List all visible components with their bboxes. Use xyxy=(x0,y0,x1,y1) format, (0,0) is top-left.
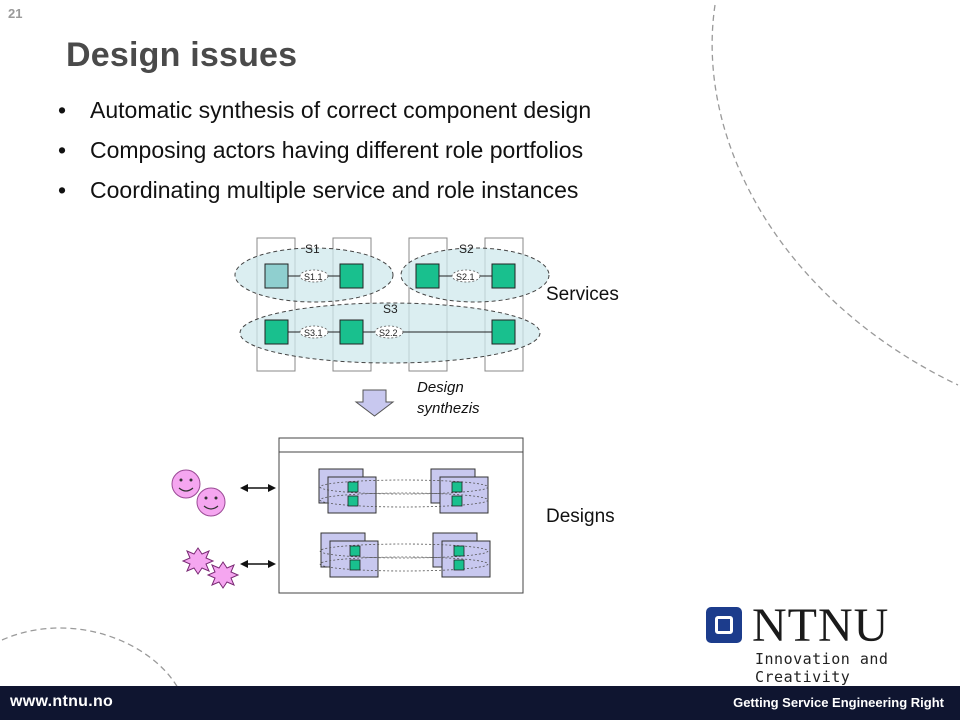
design-component xyxy=(453,559,465,571)
design-link-ellipse xyxy=(319,492,489,508)
design-component xyxy=(347,495,359,507)
bullet-item: • Composing actors having different role … xyxy=(58,130,591,170)
bullet-text: Automatic synthesis of correct component… xyxy=(90,97,592,123)
designs-label: Designs xyxy=(546,506,615,527)
dashed-curve-top-right xyxy=(711,4,959,386)
role-label: S1.1 xyxy=(304,272,323,282)
actor-column xyxy=(256,237,296,372)
service-label-s3: S3 xyxy=(383,302,398,316)
sun-icon xyxy=(206,561,240,589)
component-box xyxy=(491,319,516,345)
role-label: S2.1 xyxy=(456,272,475,282)
sun-icon xyxy=(181,547,215,575)
ntnu-tagline: Innovation and Creativity xyxy=(755,650,889,686)
design-link-ellipse xyxy=(319,556,489,572)
page-title: Design issues xyxy=(66,36,298,74)
role-label: S2.2 xyxy=(379,328,398,338)
role-oval xyxy=(299,269,329,283)
component-box xyxy=(264,319,289,345)
ntnu-logo-icon xyxy=(706,607,742,643)
bullet-dot: • xyxy=(58,137,67,163)
design-component xyxy=(451,495,463,507)
design-component xyxy=(349,545,361,557)
design-synthesis-label: Design synthezis xyxy=(417,377,480,419)
design-component xyxy=(349,559,361,571)
component-box xyxy=(339,319,364,345)
footer-bar: www.ntnu.no Getting Service Engineering … xyxy=(0,686,960,720)
service-label-s2: S2 xyxy=(459,242,474,256)
double-arrow-environment xyxy=(240,560,276,568)
dashed-curve-bottom-left xyxy=(1,627,179,689)
services-label: Services xyxy=(546,284,619,305)
bullet-dot: • xyxy=(58,177,67,203)
bullet-item: • Coordinating multiple service and role … xyxy=(58,170,591,210)
ntnu-logo-inner xyxy=(715,616,733,634)
smiley-face-icon xyxy=(196,487,226,517)
design-component xyxy=(347,481,359,493)
design-link-ellipse xyxy=(319,479,489,495)
slide-number: 21 xyxy=(8,6,23,21)
role-oval xyxy=(299,325,329,339)
design-component xyxy=(451,481,463,493)
component-box xyxy=(339,263,364,289)
role-oval xyxy=(374,325,404,339)
footer-tagline: Getting Service Engineering Right xyxy=(733,695,944,710)
design-link-ellipse xyxy=(319,543,489,559)
smiley-face-icon xyxy=(171,469,201,499)
ntnu-wordmark: NTNU xyxy=(752,599,890,652)
service-label-s1: S1 xyxy=(305,242,320,256)
component-box xyxy=(264,263,289,289)
design-component xyxy=(453,545,465,557)
role-oval xyxy=(451,269,481,283)
design-card-front xyxy=(439,476,489,514)
role-label: S3.1 xyxy=(304,328,323,338)
design-synthesis-label-line1: Design xyxy=(417,379,464,396)
bullet-dot: • xyxy=(58,97,67,123)
component-box xyxy=(491,263,516,289)
down-arrow-icon xyxy=(354,389,395,417)
actor-column xyxy=(484,237,524,372)
bullet-list: • Automatic synthesis of correct componen… xyxy=(58,90,591,210)
design-synthesis-label-line2: synthezis xyxy=(417,400,480,417)
designs-box xyxy=(278,437,524,594)
footer-url-link[interactable]: www.ntnu.no xyxy=(10,693,114,710)
bullet-text: Coordinating multiple service and role i… xyxy=(90,177,579,203)
double-arrow-users xyxy=(240,484,276,492)
component-box xyxy=(415,263,440,289)
bullet-item: • Automatic synthesis of correct componen… xyxy=(58,90,591,130)
bullet-text: Composing actors having different role p… xyxy=(90,137,584,163)
